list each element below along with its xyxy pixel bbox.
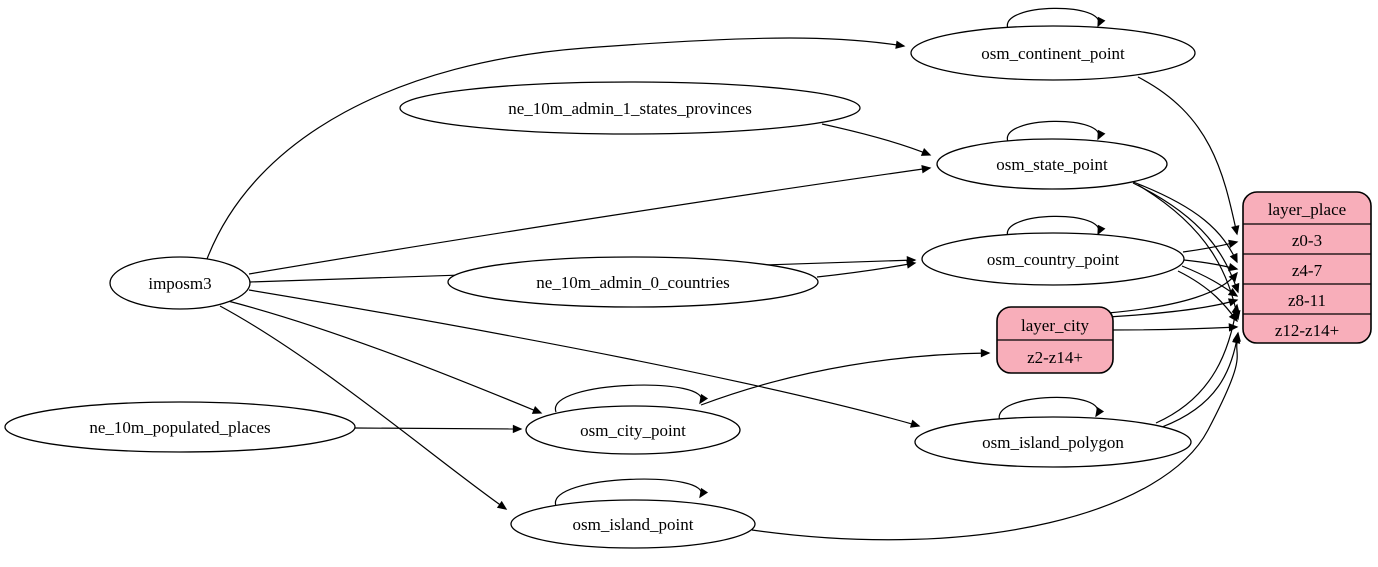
edge-imposm3-osm_island_polygon: [248, 289, 921, 428]
edge-imposm3-osm_city_point: [227, 300, 543, 414]
ne_10m_admin_1_states_provinces-label: ne_10m_admin_1_states_provinces: [508, 99, 752, 118]
edge-osm_country_point-layer_place-z8-11: [1181, 265, 1239, 297]
layer_place-row-z8-11: z8-11: [1288, 291, 1326, 310]
edge-osm_city_point-layer_place-z8-11: [1107, 298, 1239, 318]
edge-imposm3-osm_state_point: [248, 164, 932, 275]
layer_place-title: layer_place: [1268, 200, 1346, 219]
edge-imposm3-osm_continent_point: [206, 37, 906, 260]
node-ne_10m_admin_1_states_provinces: ne_10m_admin_1_states_provinces: [399, 81, 861, 135]
osm_city_point-label: osm_city_point: [580, 421, 686, 440]
selfloop-osm_state_point: [1007, 120, 1106, 143]
osm_state_point-label: osm_state_point: [996, 155, 1108, 174]
edge-ne_10m_populated_places-osm_city_point: [354, 424, 523, 434]
edge-osm_country_point-layer_place-z4-7: [1183, 259, 1239, 272]
edge-osm_city_point-layer_city-z2-z14: [700, 348, 991, 406]
osm_country_point-shape: [921, 232, 1185, 286]
edge-osm_country_point-layer_place-z12-z14: [1177, 270, 1238, 323]
edge-ne_10m_admin_0_countries-osm_country_point: [816, 260, 917, 278]
layer_place-row-z12-z14: z12-z14+: [1275, 321, 1339, 340]
node-osm_island_polygon: osm_island_polygon: [914, 416, 1192, 468]
osm_island_point-shape: [510, 499, 756, 549]
osm_continent_point-shape: [910, 25, 1196, 81]
selfloop-osm_country_point: [1007, 215, 1106, 238]
node-layer_place: layer_place z0-3 z4-7 z8-11 z12-z14+: [1242, 191, 1372, 344]
edge-osm_city_point-layer_place-z4-7: [1107, 271, 1238, 314]
edge-imposm3-osm_island_point: [219, 305, 508, 510]
node-layer_city: layer_city z2-z14+: [996, 306, 1114, 374]
node-osm_city_point: osm_city_point: [525, 405, 741, 455]
selfloop-osm_continent_point: [1007, 7, 1106, 30]
layer_place-shape: [1242, 191, 1372, 344]
node-osm_state_point: osm_state_point: [936, 138, 1168, 190]
ne_10m_admin_0_countries-shape: [447, 256, 819, 308]
edge-osm_island_polygon-layer_place-z12-z14: [1161, 331, 1241, 428]
osm_island_polygon-shape: [914, 416, 1192, 468]
osm_state_point-shape: [936, 138, 1168, 190]
edge-osm_continent_point-layer_place-z0-3: [1137, 76, 1240, 236]
node-ne_10m_populated_places: ne_10m_populated_places: [4, 401, 356, 453]
edge-osm_island_point-layer_place-z12-z14: [751, 333, 1241, 541]
ne_10m_populated_places-shape: [4, 401, 356, 453]
layer_city-title: layer_city: [1021, 316, 1089, 335]
node-osm_island_point: osm_island_point: [510, 499, 756, 549]
node-ne_10m_admin_0_countries: ne_10m_admin_0_countries: [447, 256, 819, 308]
osm_island_point-label: osm_island_point: [573, 515, 694, 534]
selfloop-osm_island_point: [555, 478, 709, 507]
osm_continent_point-label: osm_continent_point: [981, 44, 1125, 63]
selfloop-osm_city_point: [555, 384, 709, 413]
edge-osm_city_point-layer_place-z12-z14: [1107, 323, 1239, 332]
layer_city-row-z2-z14: z2-z14+: [1027, 348, 1083, 367]
osm_island_polygon-label: osm_island_polygon: [982, 433, 1124, 452]
edges: [206, 7, 1241, 541]
selfloop-osm_island_polygon: [998, 396, 1105, 422]
imposm3-shape: [109, 256, 251, 310]
osm_city_point-shape: [525, 405, 741, 455]
layer_place-row-z0-3: z0-3: [1292, 231, 1322, 250]
edge-ne_10m_admin_1_states_provinces-osm_state_point: [821, 123, 932, 156]
ne_10m_populated_places-label: ne_10m_populated_places: [89, 418, 270, 437]
imposm3-label: imposm3: [148, 274, 211, 293]
ne_10m_admin_0_countries-label: ne_10m_admin_0_countries: [536, 273, 730, 292]
layer_place-row-z4-7: z4-7: [1292, 261, 1323, 280]
node-osm_country_point: osm_country_point: [921, 232, 1185, 286]
edge-osm_island_polygon-layer_place-z8-11: [1155, 303, 1240, 424]
ne_10m_admin_1_states_provinces-shape: [399, 81, 861, 135]
edge-osm_state_point-layer_place-z4-7: [1127, 179, 1238, 264]
node-osm_continent_point: osm_continent_point: [910, 25, 1196, 81]
osm_country_point-label: osm_country_point: [987, 250, 1119, 269]
node-imposm3: imposm3: [109, 256, 251, 310]
